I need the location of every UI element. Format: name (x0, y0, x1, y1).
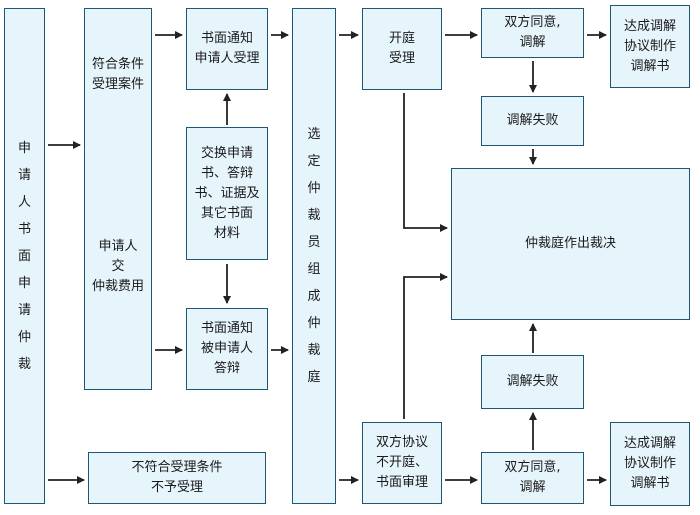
node-accept: 符合条件 受理案件 (91, 57, 144, 92)
node-fail-top: 调解失败 (481, 96, 584, 146)
node-written-review: 双方协议 不开庭、 书面审理 (362, 422, 442, 504)
node-pay: 申请人 交 仲裁费用 (91, 239, 144, 294)
node-agree-top: 双方同意, 调解 (481, 8, 584, 58)
arrow-hearing-to-award (403, 93, 448, 232)
node-exchange: 交换申请 书、答辩 书、证据及 其它书面 材料 (186, 127, 268, 260)
node-notify-applicant: 书面通知 申请人受理 (186, 8, 268, 90)
node-tribunal: 选 定 仲 裁 员 组 成 仲 裁 庭 (292, 8, 336, 504)
node-accept-and-pay: 符合条件 受理案件 申请人 交 仲裁费用 (84, 8, 152, 390)
node-notify-respondent: 书面通知 被申请人 答辩 (186, 308, 268, 390)
node-hearing: 开庭 受理 (362, 8, 442, 90)
node-fail-bottom: 调解失败 (481, 355, 584, 409)
arrow-written-review-to-award (403, 273, 448, 419)
node-settle-bottom: 达成调解 协议制作 调解书 (610, 422, 690, 506)
node-reject: 不符合受理条件 不予受理 (88, 452, 266, 504)
node-agree-bottom: 双方同意, 调解 (481, 452, 584, 504)
node-settle-top: 达成调解 协议制作 调解书 (610, 5, 690, 88)
node-award: 仲裁庭作出裁决 (451, 168, 690, 320)
node-apply: 申 请 人 书 面 申 请 仲 裁 (4, 8, 45, 504)
